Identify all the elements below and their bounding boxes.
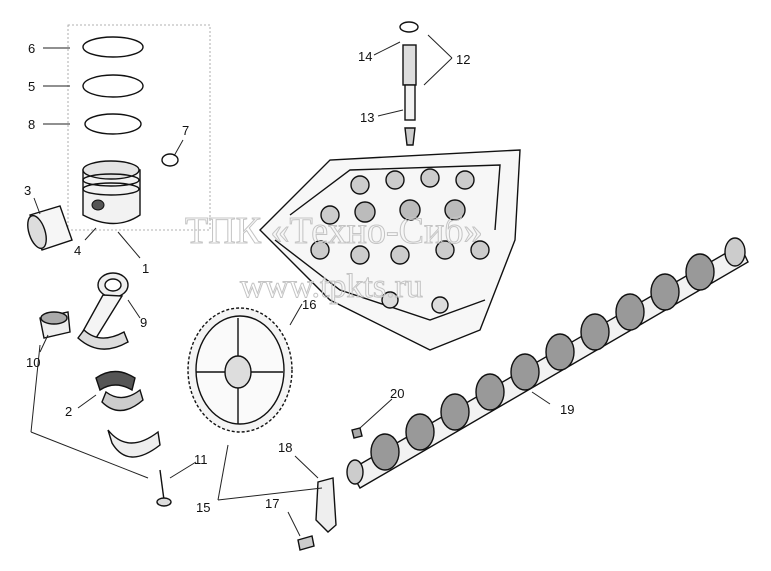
callout-1: 1 bbox=[142, 261, 149, 276]
ring-group-box bbox=[67, 24, 211, 231]
callout-9: 9 bbox=[140, 315, 147, 330]
callout-3: 3 bbox=[24, 183, 31, 198]
callout-11: 11 bbox=[194, 452, 208, 467]
thrust-plate-bolt bbox=[297, 535, 315, 551]
callout-17: 17 bbox=[265, 496, 279, 511]
camshaft bbox=[346, 237, 749, 489]
piston-ring-5 bbox=[82, 74, 144, 98]
callout-14: 14 bbox=[358, 49, 372, 64]
watermark-company: ТПК «Техно-Сиб» bbox=[185, 210, 483, 252]
snap-ring bbox=[161, 153, 179, 167]
piston-pin bbox=[27, 205, 73, 251]
callout-19: 19 bbox=[560, 402, 574, 417]
cylinder-head bbox=[259, 149, 521, 351]
watermark-url: www.tpkts.ru bbox=[240, 268, 423, 305]
leader-lines bbox=[30, 34, 551, 537]
callout-8: 8 bbox=[28, 117, 35, 132]
callout-4: 4 bbox=[74, 243, 81, 258]
seal-ring bbox=[399, 21, 419, 33]
injector bbox=[399, 21, 419, 146]
connecting-rod bbox=[77, 272, 129, 350]
piston-ring-8 bbox=[84, 113, 142, 135]
callout-16: 16 bbox=[302, 297, 316, 312]
bearing-shell-lower bbox=[101, 388, 144, 412]
callout-10: 10 bbox=[26, 355, 40, 370]
rod-cap bbox=[107, 429, 161, 458]
camshaft-gear bbox=[187, 307, 293, 433]
callout-12: 12 bbox=[456, 52, 470, 67]
callout-7: 7 bbox=[182, 123, 189, 138]
piston-ring-6 bbox=[82, 36, 144, 58]
callout-20: 20 bbox=[390, 386, 404, 401]
callout-2: 2 bbox=[65, 404, 72, 419]
woodruff-key bbox=[351, 427, 363, 439]
callout-18: 18 bbox=[278, 440, 292, 455]
callout-5: 5 bbox=[28, 79, 35, 94]
rod-bushing bbox=[39, 311, 71, 339]
callout-15: 15 bbox=[196, 500, 210, 515]
piston bbox=[82, 160, 141, 225]
callout-6: 6 bbox=[28, 41, 35, 56]
callout-13: 13 bbox=[360, 110, 374, 125]
rod-bolt bbox=[156, 469, 172, 507]
bearing-shell-upper bbox=[95, 370, 136, 392]
thrust-plate bbox=[315, 477, 337, 533]
